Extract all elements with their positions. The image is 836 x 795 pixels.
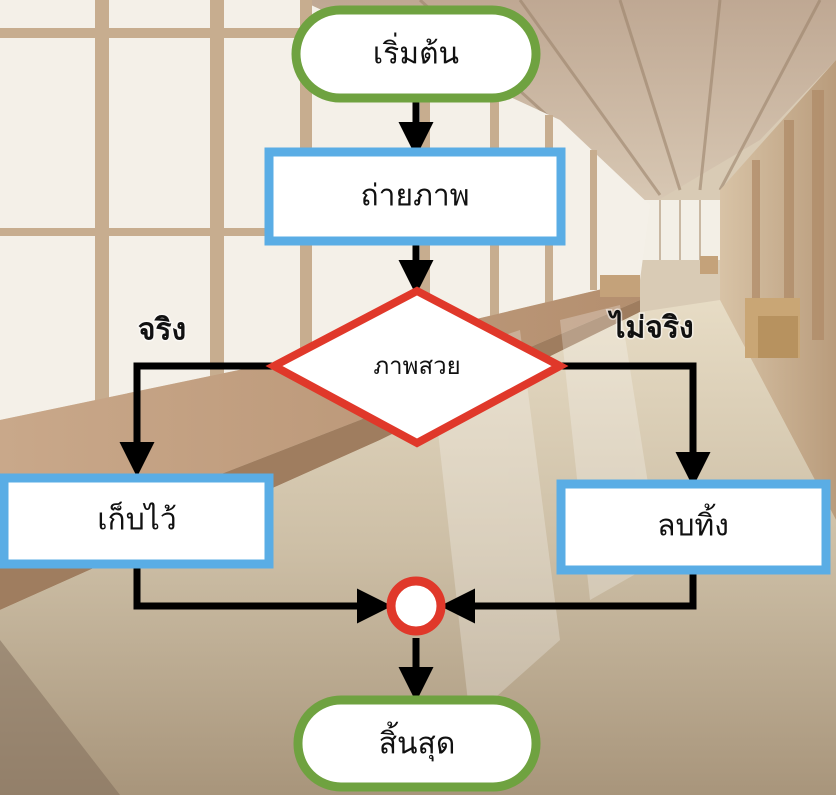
true-branch-label: จริง bbox=[138, 313, 186, 348]
end-label: สิ้นสุด bbox=[379, 722, 456, 763]
decision-node: ภาพสวย bbox=[265, 286, 569, 448]
start-node: เริ่มต้น bbox=[291, 5, 541, 103]
arrow-decision-to-delete bbox=[562, 362, 711, 487]
keep-label: เก็บไว้ bbox=[97, 501, 176, 538]
decision-label: ภาพสวย bbox=[373, 352, 460, 380]
end-node: สิ้นสุด bbox=[293, 695, 541, 792]
arrow-delete-to-merge bbox=[440, 572, 697, 624]
false-branch-label: ไม่จริง bbox=[607, 310, 693, 346]
flow-arrows bbox=[119, 100, 711, 702]
capture-node: ถ่ายภาพ bbox=[264, 147, 566, 246]
merge-connector bbox=[386, 576, 446, 636]
delete-label: ลบทิ้ง bbox=[657, 504, 729, 544]
arrow-keep-to-merge bbox=[133, 566, 392, 624]
keep-node: เก็บไว้ bbox=[0, 473, 274, 569]
capture-label: ถ่ายภาพ bbox=[361, 179, 470, 214]
delete-node: ลบทิ้ง bbox=[556, 479, 831, 575]
arrow-decision-to-keep bbox=[119, 362, 272, 477]
start-label: เริ่มต้น bbox=[373, 33, 459, 72]
